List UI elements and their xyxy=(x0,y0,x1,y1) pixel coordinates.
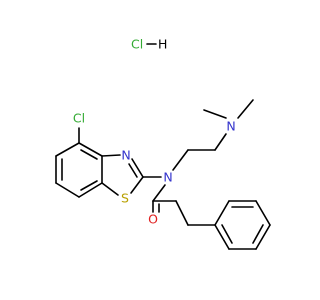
propanoyl-chain xyxy=(175,200,216,226)
bond xyxy=(255,224,271,250)
bond xyxy=(214,200,230,226)
ring-chlorine-label: Cl xyxy=(73,111,85,126)
amine-nitrogen-label: N xyxy=(226,119,235,134)
carbonyl-oxygen-label: O xyxy=(148,212,158,227)
bond xyxy=(255,200,271,226)
carbonyl-group xyxy=(152,184,177,213)
bond xyxy=(101,154,121,157)
dimethylaminoethyl-chain xyxy=(172,99,254,171)
bond xyxy=(55,182,80,198)
c-s-bond xyxy=(130,176,144,194)
bond xyxy=(78,182,103,198)
hcl-salt: Cl H xyxy=(131,37,167,52)
double-bond-inner xyxy=(128,163,138,178)
bond xyxy=(78,142,103,157)
bond xyxy=(55,142,80,157)
benzene-ring-fused xyxy=(55,142,103,198)
bond xyxy=(172,149,189,171)
double-bond-inner xyxy=(80,180,98,191)
salt-hydrogen-label: H xyxy=(158,37,167,52)
double-bond-inner xyxy=(252,224,264,244)
n-methyl-bond xyxy=(237,99,254,119)
structure-canvas: Cl H Cl N S xyxy=(55,37,271,250)
n-methyl-bond xyxy=(203,109,227,119)
bond xyxy=(214,224,230,250)
molecule-structure: Cl H Cl N S xyxy=(55,37,271,250)
s-c-bond xyxy=(101,182,119,196)
thiazole-sulfur-label: S xyxy=(121,191,129,206)
amide-nitrogen-label: N xyxy=(163,170,172,185)
phenyl-ring xyxy=(214,200,271,250)
bond xyxy=(152,184,166,202)
salt-chlorine-label: Cl xyxy=(131,37,143,52)
thiazole-nitrogen-label: N xyxy=(121,148,130,163)
thiazole-ring xyxy=(101,154,144,196)
bond xyxy=(214,133,227,151)
bond xyxy=(175,200,189,226)
c-n-bond xyxy=(131,158,144,178)
double-bond-inner xyxy=(221,224,233,244)
double-bond-inner xyxy=(80,149,98,160)
